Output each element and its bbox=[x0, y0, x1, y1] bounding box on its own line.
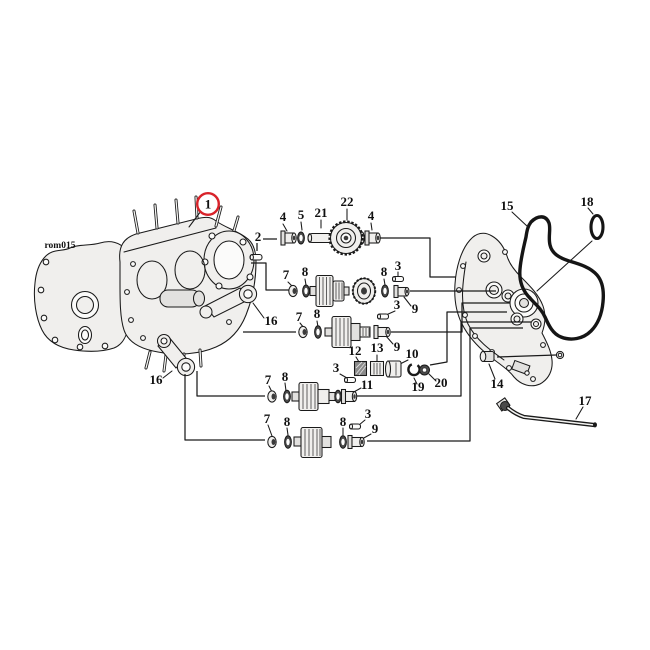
callout-7-b: 7 bbox=[296, 309, 303, 324]
connecting-rod-upper bbox=[199, 284, 258, 319]
callout-16-a: 16 bbox=[265, 313, 279, 328]
callout-11: 11 bbox=[361, 377, 373, 392]
o-ring bbox=[589, 213, 605, 241]
callout-3-b: 3 bbox=[394, 297, 401, 312]
bushing-7-d bbox=[267, 435, 277, 449]
callout-8-b: 8 bbox=[381, 264, 388, 279]
callout-7-d: 7 bbox=[264, 411, 271, 426]
callout-13: 13 bbox=[371, 340, 385, 355]
gasket bbox=[518, 215, 606, 341]
callout-8-d: 8 bbox=[282, 369, 289, 384]
callout-4-a: 4 bbox=[280, 209, 287, 224]
washer-8-e bbox=[284, 435, 292, 449]
connecting-rod-lower bbox=[156, 333, 196, 377]
gear-22 bbox=[328, 220, 365, 256]
callout-10: 10 bbox=[406, 346, 419, 361]
washer-8-d bbox=[283, 389, 291, 404]
washer-8-c bbox=[314, 325, 322, 339]
bushing-9-b bbox=[373, 324, 391, 340]
bushing-9-a bbox=[393, 284, 410, 299]
parts-row-b bbox=[288, 274, 410, 308]
callouts: 1 2 4 5 21 22 4 15 18 7 8 8 3 9 16 7 8 3… bbox=[45, 191, 595, 436]
pin-3-a bbox=[391, 275, 405, 283]
knurled-bushing-12 bbox=[353, 360, 368, 377]
gear-cluster-b bbox=[309, 274, 350, 308]
washer-8-f bbox=[339, 435, 347, 449]
gear-b2 bbox=[351, 277, 377, 305]
callout-8-f: 8 bbox=[340, 414, 347, 429]
callout-17: 17 bbox=[579, 393, 593, 408]
callout-15: 15 bbox=[501, 198, 515, 213]
parts-group-mid bbox=[353, 360, 430, 378]
callout-21: 21 bbox=[315, 205, 328, 220]
parts-row-d bbox=[267, 376, 358, 412]
pin-3-d bbox=[348, 423, 362, 430]
callout-8-c: 8 bbox=[314, 306, 321, 321]
callout-22: 22 bbox=[341, 194, 354, 209]
connector-lines bbox=[184, 237, 557, 442]
gear-e bbox=[293, 426, 332, 459]
callout-9-b: 9 bbox=[394, 339, 401, 354]
callout-3-c: 3 bbox=[333, 360, 340, 375]
retaining-clip-19 bbox=[407, 362, 421, 377]
parts-row-c bbox=[298, 313, 391, 349]
bushing-4-right bbox=[364, 230, 381, 246]
bushing-7-c bbox=[267, 390, 277, 403]
washer-8-a bbox=[302, 284, 310, 298]
cylinder-studs bbox=[132, 195, 240, 236]
cam-gear-d bbox=[291, 381, 336, 412]
callout-18: 18 bbox=[581, 194, 595, 209]
dowel-pin-2 bbox=[249, 253, 263, 261]
highlight-circle-1 bbox=[195, 191, 220, 216]
callout-9-c: 9 bbox=[372, 421, 379, 436]
callout-4-b: 4 bbox=[368, 208, 375, 223]
bushing-7-a bbox=[288, 284, 298, 298]
left-crankcase-half bbox=[33, 195, 257, 373]
plug-bushing-14 bbox=[479, 350, 495, 363]
callout-20: 20 bbox=[435, 375, 448, 390]
callout-3-d: 3 bbox=[365, 406, 372, 421]
gear-cluster-c bbox=[324, 315, 371, 349]
right-crankcase-half bbox=[454, 232, 565, 387]
callout-12: 12 bbox=[349, 343, 362, 358]
washer-8-b bbox=[381, 284, 389, 298]
callout-1-circled: 1 bbox=[205, 197, 212, 212]
pin-3-b bbox=[376, 313, 390, 320]
callout-3-a: 3 bbox=[395, 258, 402, 273]
diagram-code-label: rom015 bbox=[45, 241, 76, 251]
parts-row-top bbox=[249, 220, 381, 261]
callout-7-c: 7 bbox=[265, 372, 272, 387]
callout-8-e: 8 bbox=[284, 414, 291, 429]
bushing-11 bbox=[334, 388, 358, 405]
callout-7-a: 7 bbox=[283, 267, 290, 282]
bushing-7-b bbox=[298, 325, 308, 339]
callout-2: 2 bbox=[255, 229, 262, 244]
callout-9-a: 9 bbox=[412, 301, 419, 316]
bushing-9-c bbox=[347, 434, 365, 450]
washer-5 bbox=[297, 231, 305, 245]
bushing-4-left bbox=[280, 230, 297, 246]
callout-8-a: 8 bbox=[302, 264, 309, 279]
spacer-cup-10 bbox=[384, 360, 402, 378]
callout-16-b: 16 bbox=[150, 372, 164, 387]
callout-5: 5 bbox=[298, 207, 305, 222]
splined-sleeve-13 bbox=[369, 360, 385, 377]
oil-line bbox=[495, 397, 597, 428]
parts-row-e bbox=[267, 423, 365, 459]
callout-19: 19 bbox=[412, 379, 426, 394]
nut-20 bbox=[419, 364, 430, 376]
callout-14: 14 bbox=[491, 376, 505, 391]
pin-3-c bbox=[343, 376, 357, 384]
